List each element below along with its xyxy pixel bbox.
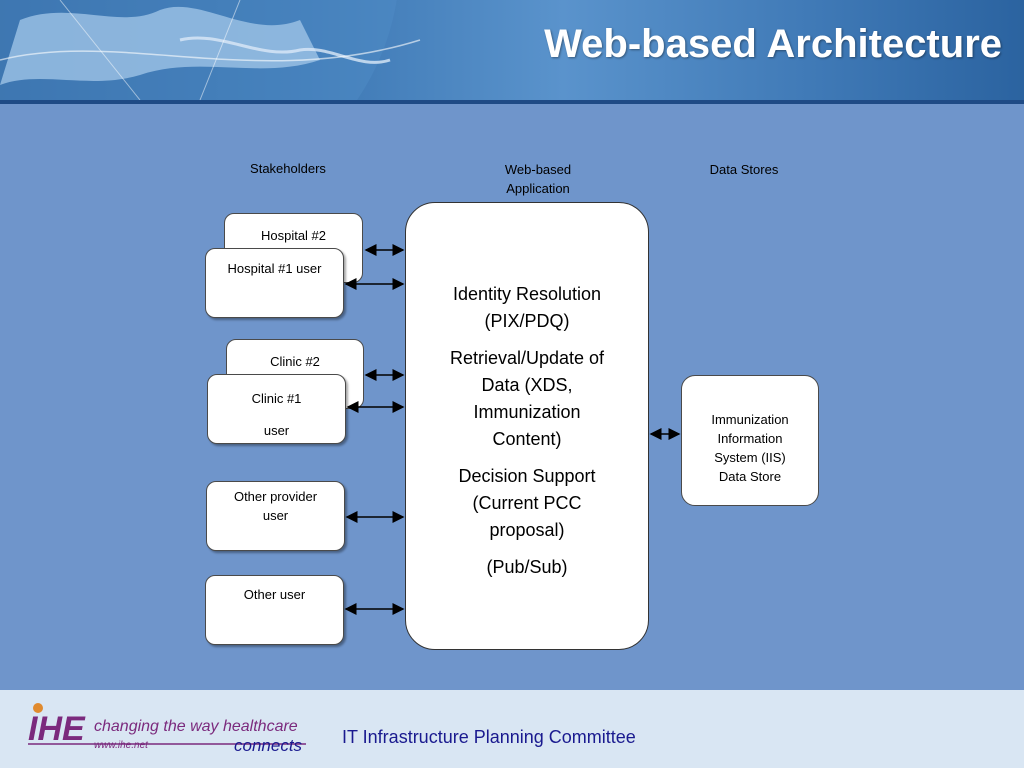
pub-sub-item: (Pub/Sub) (486, 557, 568, 577)
logo-url: www.ihe.net (94, 740, 148, 751)
other-provider-label-line2: user (262, 508, 289, 523)
web-app-heading-line1: Web-based (504, 162, 572, 177)
globe-graphic (0, 0, 421, 100)
hospital-1-label: Hospital #1 user (227, 261, 322, 276)
iis-label-line3: System (IIS) (714, 450, 786, 465)
web-application-box: Identity Resolution (PIX/PDQ) Retrieval/… (405, 202, 649, 650)
logo-connects: connects (234, 736, 303, 755)
slide-header: Web-based Architecture (0, 0, 1024, 100)
ihe-logo: IHE changing the way healthcare www.ihe.… (28, 700, 308, 756)
header-divider (0, 100, 1024, 104)
clinic-1-box: Clinic #1 user (207, 374, 346, 444)
slide-footer (0, 690, 1024, 768)
other-user-box: Other user (205, 575, 344, 645)
iis-label-line4: Data Store (718, 469, 782, 484)
decision-support-item: Decision Support (Current PCC proposal) (458, 466, 596, 540)
clinic-1-label-line2: user (263, 423, 290, 438)
iis-data-store-box: Immunization Information System (IIS) Da… (681, 375, 819, 506)
identity-resolution-item: Identity Resolution (PIX/PDQ) (452, 284, 602, 331)
other-provider-label-line1: Other provider (233, 489, 318, 504)
slide-title: Web-based Architecture (544, 22, 1002, 66)
stakeholders-heading: Stakeholders (250, 161, 326, 176)
clinic-1-label-line1: Clinic #1 (251, 391, 302, 406)
iis-label-line2: Information (717, 431, 783, 446)
footer-committee-title: IT Infrastructure Planning Committee (342, 727, 636, 747)
other-provider-box: Other provider user (206, 481, 345, 551)
web-app-heading-line2: Application (506, 181, 570, 196)
clinic-2-label: Clinic #2 (270, 354, 320, 369)
other-user-label: Other user (243, 587, 306, 602)
ihe-logo-graphic: IHE (28, 703, 306, 748)
hospital-2-label: Hospital #2 (260, 228, 327, 243)
hospital-1-box: Hospital #1 user (205, 248, 344, 318)
data-stores-heading: Data Stores (709, 162, 779, 177)
retrieval-update-item: Retrieval/Update of Data (XDS, Immunizat… (449, 348, 605, 449)
logo-tagline: changing the way healthcare (94, 718, 298, 735)
iis-label-line1: Immunization (711, 412, 789, 427)
svg-text:IHE: IHE (28, 710, 86, 748)
